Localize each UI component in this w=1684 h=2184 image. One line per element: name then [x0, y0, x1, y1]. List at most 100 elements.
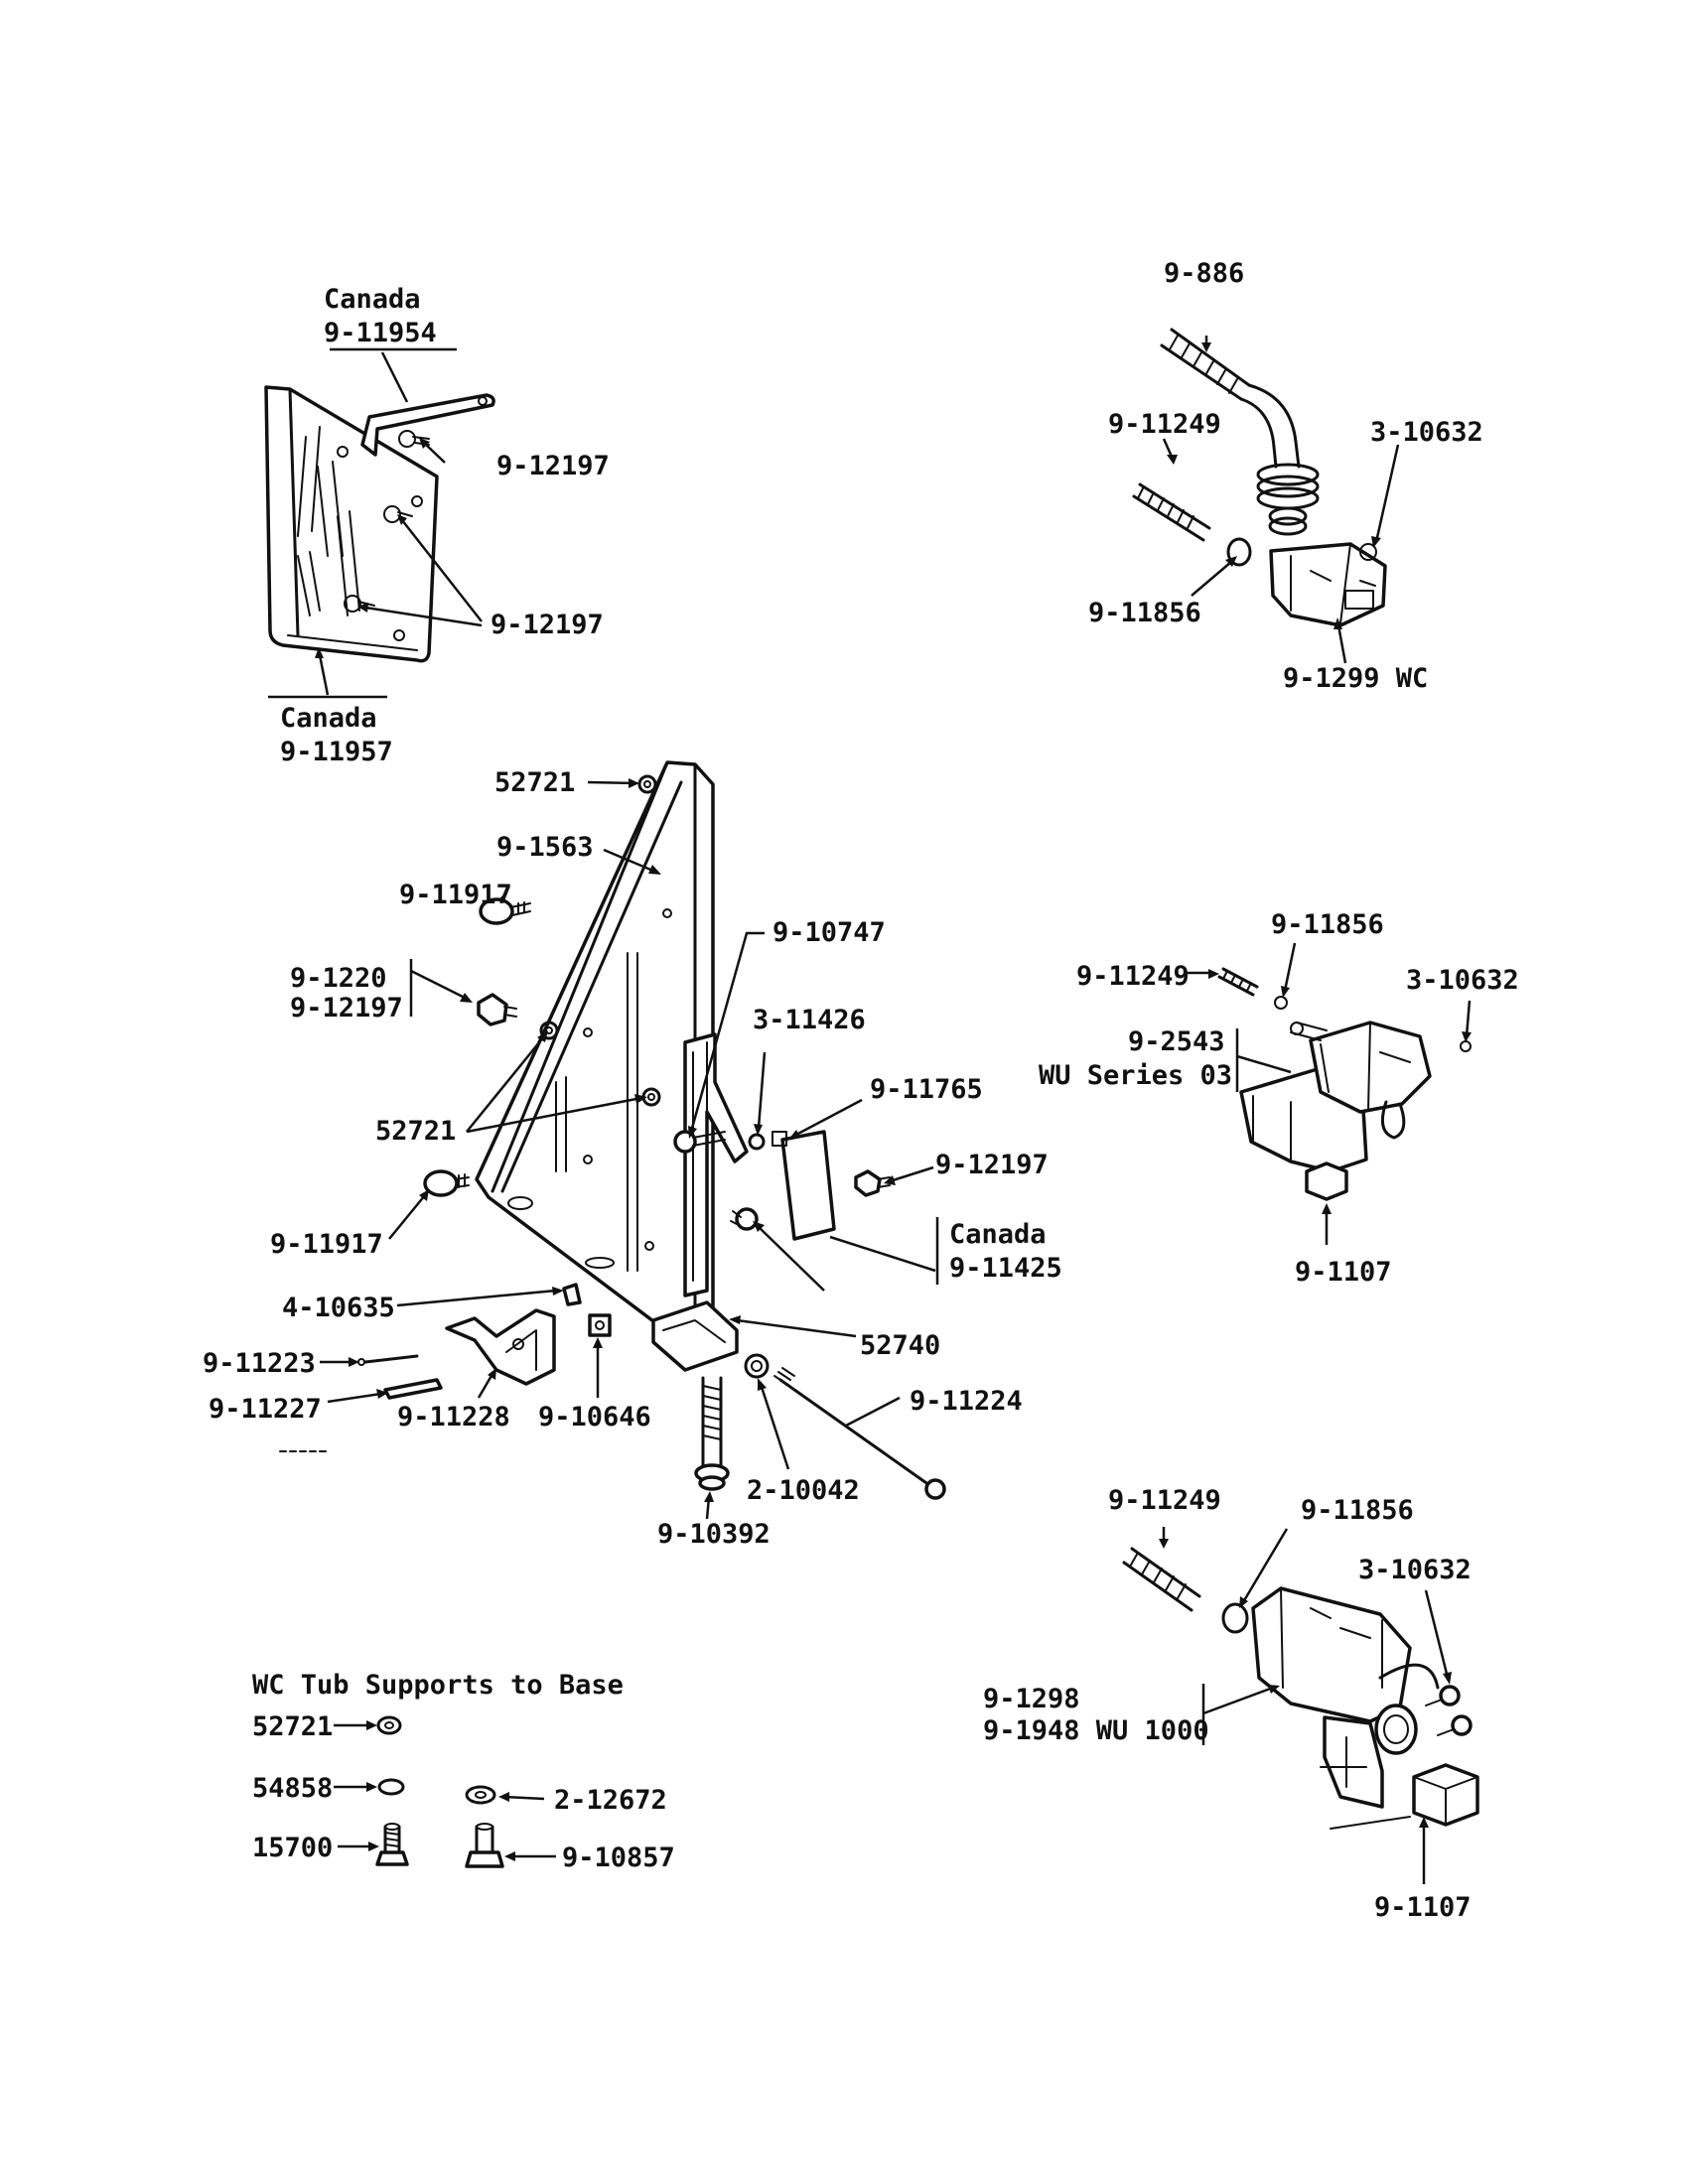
valve-body-icon — [1269, 542, 1387, 627]
label-9-1298: 9-1298 — [983, 1684, 1080, 1714]
legend-item-54858: 54858 — [252, 1773, 333, 1804]
label-9-1107-a: 9-1107 — [1295, 1257, 1392, 1288]
pin-9-10747 — [673, 1130, 726, 1154]
canada-strap-9-11954 — [360, 393, 495, 457]
label-9-11227: 9-11227 — [209, 1394, 322, 1425]
washer-icon — [377, 1778, 405, 1796]
label-3-11426: 3-11426 — [753, 1005, 866, 1035]
label-9-11856-b: 9-11856 — [1271, 909, 1384, 940]
label-9-12197-a: 9-12197 — [496, 451, 610, 481]
rod-9-11224 — [773, 1367, 946, 1500]
nut-icon — [539, 1021, 559, 1040]
label-9-1563: 9-1563 — [496, 832, 594, 863]
bolt-icon — [375, 1823, 409, 1866]
clip-4-10635 — [562, 1283, 582, 1306]
stud-9-10392 — [694, 1376, 730, 1491]
clip-9-11856 — [1221, 1602, 1249, 1634]
label-canada-mid: Canada — [949, 1219, 1047, 1250]
washer-2-10042 — [744, 1353, 770, 1379]
label-9-12197-d: 9-12197 — [935, 1150, 1049, 1180]
label-canada-bracket: Canada — [280, 703, 377, 734]
legend-title: WC Tub Supports to Base — [252, 1670, 624, 1701]
hose-9-886 — [1160, 328, 1251, 401]
legend-item-9-10857: 9-10857 — [562, 1843, 675, 1873]
hinge-bracket-9-11228 — [445, 1308, 556, 1386]
bracket-9-11765 — [780, 1130, 836, 1241]
connector-9-1107 — [1305, 1161, 1348, 1201]
nut-clip-9-10646 — [588, 1313, 612, 1337]
clip-9-11856 — [1226, 537, 1252, 567]
legend: WC Tub Supports to Base 52721 54858 2-12… — [252, 1670, 675, 1873]
label-9-11223: 9-11223 — [203, 1348, 316, 1379]
callout-labels: Canada 9-11954 9-12197 9-12197 Canada 9-… — [203, 258, 1519, 1923]
label-4-10635: 4-10635 — [282, 1293, 395, 1323]
screw-icon — [383, 505, 413, 523]
label-52721-b: 52721 — [375, 1116, 456, 1147]
spring-9-11249 — [1217, 967, 1259, 997]
label-9-11957: 9-11957 — [280, 737, 393, 767]
label-9-12197-c: 9-12197 — [290, 993, 403, 1024]
nut-icon — [637, 774, 657, 794]
canada-bracket-assembly — [264, 347, 495, 699]
label-9-11224: 9-11224 — [910, 1386, 1023, 1417]
nut-3-11426 — [748, 1133, 766, 1151]
nut-icon — [376, 1715, 402, 1735]
screw-icon — [477, 993, 517, 1026]
valve-body-icon — [1251, 1586, 1412, 1723]
label-9-1299-wc: 9-1299 WC — [1283, 663, 1428, 694]
legend-item-2-12672: 2-12672 — [554, 1785, 667, 1816]
label-3-10632-b: 3-10632 — [1406, 965, 1519, 996]
carriage-bolt-icon — [423, 1169, 470, 1197]
label-9-10646: 9-10646 — [538, 1402, 651, 1433]
label-9-2543: 9-2543 — [1128, 1026, 1225, 1057]
label-3-10632-a: 3-10632 — [1370, 417, 1483, 448]
valve-9-1298-assembly — [1122, 1527, 1479, 1884]
spring-9-11249 — [1132, 482, 1211, 542]
valve-body-icon — [1309, 1021, 1432, 1114]
label-9-886: 9-886 — [1164, 258, 1244, 289]
label-2-10042: 2-10042 — [747, 1475, 860, 1506]
label-9-1220: 9-1220 — [290, 963, 387, 994]
screw-icon — [730, 1207, 759, 1231]
valve-9-2543-assembly — [1184, 942, 1472, 1245]
spring-9-11249 — [1122, 1547, 1201, 1612]
label-9-10392: 9-10392 — [657, 1519, 771, 1550]
label-9-11249-a: 9-11249 — [1108, 409, 1221, 440]
label-52721-a: 52721 — [494, 767, 575, 798]
label-9-1107-b: 9-1107 — [1374, 1892, 1472, 1923]
label-9-10747: 9-10747 — [772, 917, 886, 948]
label-9-1948-wu-1000: 9-1948 WU 1000 — [983, 1715, 1209, 1746]
valve-9-1299-assembly — [1132, 328, 1400, 664]
carriage-bolt-icon — [479, 897, 531, 925]
label-9-11765: 9-11765 — [870, 1074, 983, 1105]
label-9-11856-c: 9-11856 — [1301, 1495, 1414, 1526]
lock-washer-icon — [465, 1785, 496, 1805]
label-9-11228: 9-11228 — [397, 1402, 510, 1433]
hex-bolt-icon — [465, 1823, 504, 1868]
label-9-11249-c: 9-11249 — [1108, 1485, 1221, 1516]
screw-icon — [1437, 1714, 1473, 1736]
label-9-11856-a: 9-11856 — [1088, 598, 1201, 628]
legend-item-15700: 15700 — [252, 1833, 333, 1863]
legend-item-52721: 52721 — [252, 1711, 333, 1742]
label-wu-series-03: WU Series 03 — [1039, 1060, 1232, 1091]
fitting-icon — [1374, 1704, 1418, 1755]
screw-icon — [1425, 1685, 1461, 1706]
label-9-11917-b: 9-11917 — [270, 1229, 383, 1260]
label-9-11917-a: 9-11917 — [399, 880, 512, 910]
pin-9-11223 — [363, 1354, 419, 1364]
tub-support-9-1563-assembly — [279, 760, 946, 1520]
label-9-12197-b: 9-12197 — [491, 610, 604, 640]
pin-9-11227 — [383, 1378, 443, 1400]
label-9-11954: 9-11954 — [324, 318, 437, 348]
label-3-10632-c: 3-10632 — [1358, 1555, 1472, 1585]
screw-icon — [854, 1169, 891, 1197]
label-canada-top: Canada — [324, 284, 421, 315]
label-52740: 52740 — [860, 1330, 940, 1361]
label-9-11249-b: 9-11249 — [1076, 961, 1190, 992]
clip-9-11856 — [1274, 996, 1288, 1010]
label-9-11425: 9-11425 — [949, 1253, 1062, 1284]
legend-icons — [334, 1715, 556, 1868]
